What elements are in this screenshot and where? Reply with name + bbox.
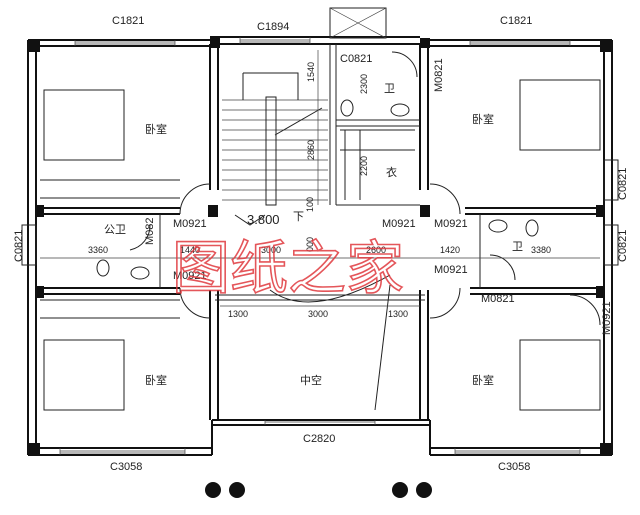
dimension-label: 000 xyxy=(305,237,315,252)
door-label: M0921 xyxy=(601,301,613,335)
room-label: 衣 xyxy=(386,165,397,179)
room-label: 公卫 xyxy=(104,224,126,236)
dimension-label: 1420 xyxy=(440,245,460,255)
window-label: C1894 xyxy=(257,21,289,33)
window-label: C0821 xyxy=(617,168,629,200)
dimension-label: 2300 xyxy=(359,74,369,94)
furniture xyxy=(43,79,601,411)
sink xyxy=(390,103,410,117)
door-label: M0921 xyxy=(382,218,416,230)
window-label: C0821 xyxy=(13,230,25,262)
door-label: M0921 xyxy=(434,218,468,230)
bed xyxy=(519,79,601,151)
dimension-label: 1440 xyxy=(180,245,200,255)
stair-direction-label: 下 xyxy=(293,211,304,223)
door-label: M0921 xyxy=(173,270,207,282)
dimension-label: 3000 xyxy=(261,245,281,255)
toilet xyxy=(340,99,354,117)
dimension-label: 2860 xyxy=(306,140,316,160)
room-label: 卫 xyxy=(512,241,523,253)
outer-walls xyxy=(27,7,613,456)
window-label: C3058 xyxy=(110,461,142,473)
dimension-label: 1540 xyxy=(306,62,316,82)
staircase xyxy=(222,72,328,226)
window-label: C0821 xyxy=(340,53,372,65)
window-label: C3058 xyxy=(498,461,530,473)
dimension-label: 3000 xyxy=(308,309,328,319)
door-swings xyxy=(129,51,601,411)
room-label: 卧室 xyxy=(472,112,494,126)
door-label: M0921 xyxy=(173,218,207,230)
dimension-label: 100 xyxy=(305,197,315,212)
room-label: 中空 xyxy=(300,373,322,387)
room-label: 卫 xyxy=(384,83,395,95)
room-label: 卧室 xyxy=(145,373,167,387)
room-label: 卧室 xyxy=(472,373,494,387)
bed xyxy=(519,339,601,411)
dimension-label: 3380 xyxy=(531,245,551,255)
bed xyxy=(43,339,125,411)
dimension-label: 2200 xyxy=(359,156,369,176)
elevation-label: 3.800 xyxy=(247,212,280,227)
interior-walls xyxy=(36,44,604,420)
dimension-label: 1300 xyxy=(388,309,408,319)
dimension-label: 3360 xyxy=(88,245,108,255)
dimension-label: 1300 xyxy=(228,309,248,319)
sink xyxy=(488,219,508,233)
sink xyxy=(130,266,150,280)
dimension-lines xyxy=(40,50,600,307)
bed xyxy=(43,89,125,161)
dimension-label: 2600 xyxy=(366,245,386,255)
door-label: M0821 xyxy=(481,293,515,305)
axis-markers xyxy=(205,482,432,498)
room-label: 卧室 xyxy=(145,122,167,136)
window-label: C1821 xyxy=(112,15,144,27)
door-label: M082 xyxy=(144,217,156,245)
door-label: M0921 xyxy=(434,264,468,276)
watermark: 图纸之家 xyxy=(172,234,404,302)
door-label: M0821 xyxy=(433,58,445,92)
toilet xyxy=(96,259,110,277)
window-marks xyxy=(21,37,619,455)
toilet xyxy=(525,219,539,237)
window-label: C2820 xyxy=(303,433,335,445)
window-label: C0821 xyxy=(617,230,629,262)
window-label: C1821 xyxy=(500,15,532,27)
